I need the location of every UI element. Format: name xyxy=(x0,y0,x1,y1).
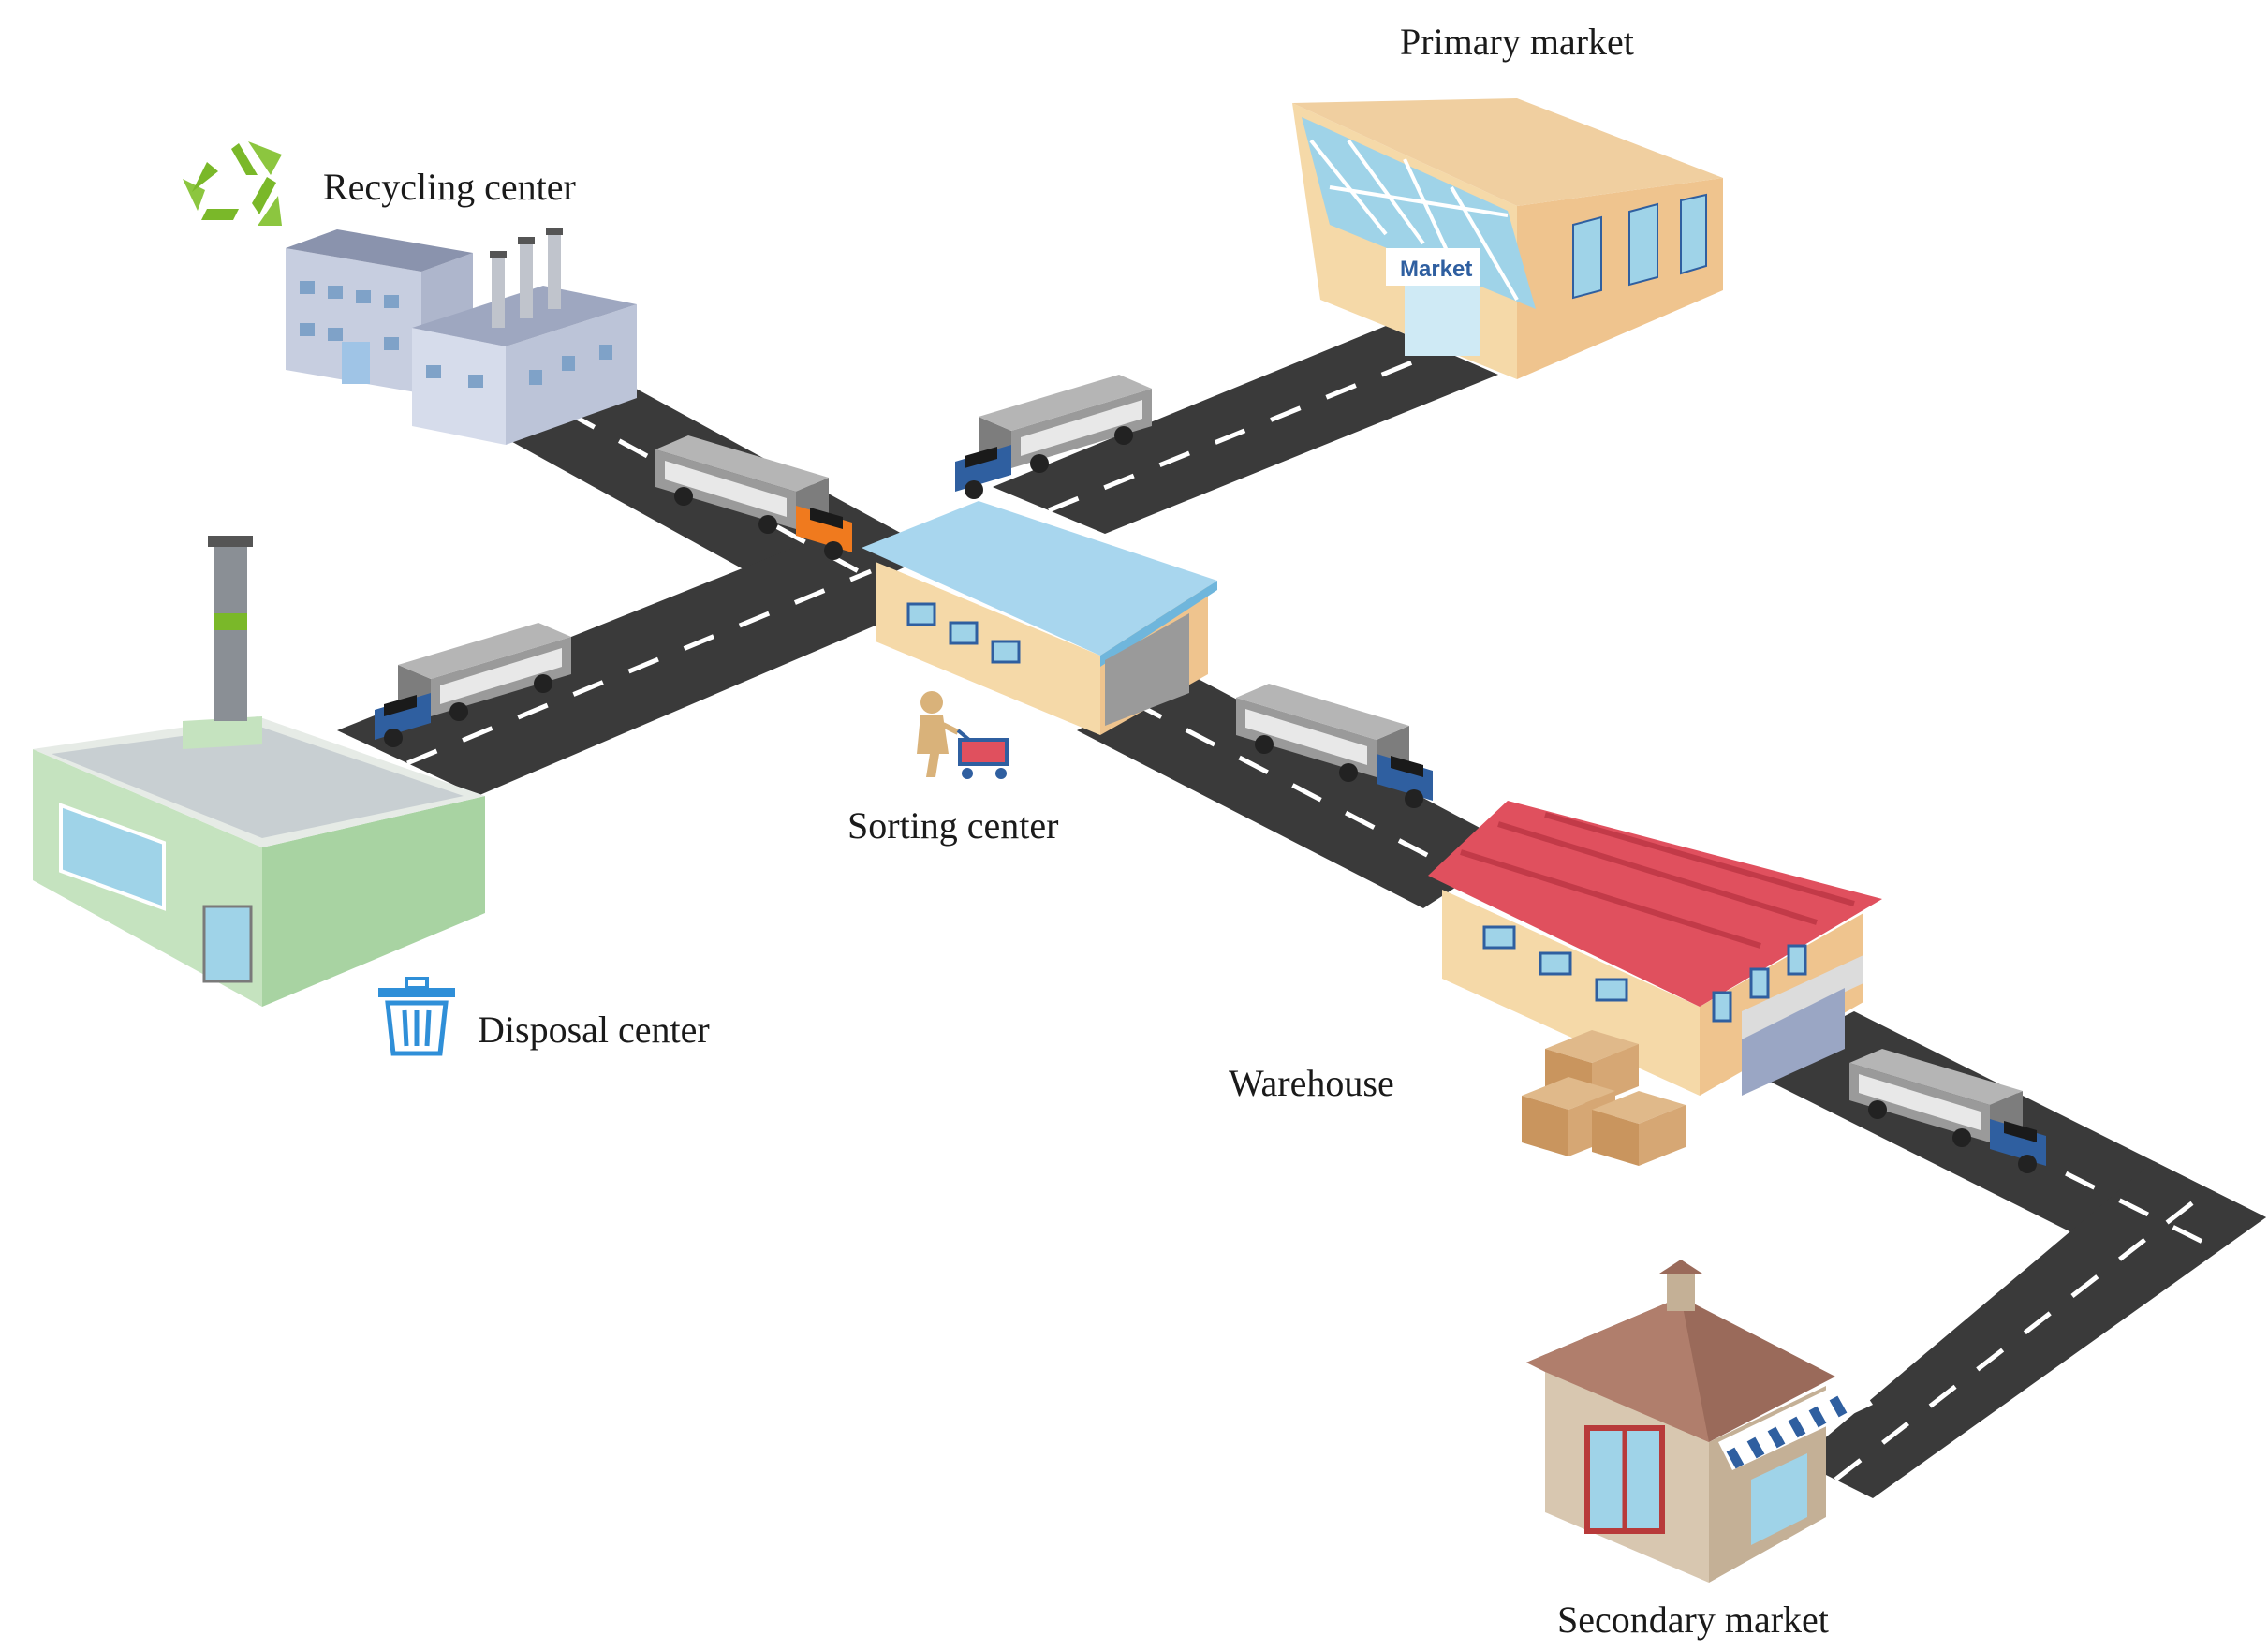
primary-market-label: Primary market xyxy=(1400,21,1634,63)
lane-secondary xyxy=(1834,1187,2212,1481)
market-sign xyxy=(1386,248,1480,286)
truck-primary-road-part xyxy=(965,480,983,499)
truck-disposal-road-part xyxy=(384,695,417,716)
truck-disposal-road-part xyxy=(534,674,552,693)
truck-disposal-road-part xyxy=(449,702,468,721)
trash-can-icon xyxy=(378,977,455,1056)
truck-recycling-road-part xyxy=(824,541,843,560)
truck-disposal-road-part xyxy=(384,729,403,747)
truck-primary-road-part xyxy=(965,447,997,468)
disposal-center-building xyxy=(33,536,485,1007)
sorting-center-label: Sorting center xyxy=(847,804,1059,847)
cardboard-boxes-icon xyxy=(1522,1030,1686,1166)
truck-warehouse-road xyxy=(1236,684,1433,808)
truck-primary-road-part xyxy=(1114,426,1133,445)
truck-primary-road-part xyxy=(1030,454,1049,473)
lane-primary xyxy=(1048,347,1443,513)
worker-with-cart-icon xyxy=(917,691,1009,779)
lane-warehouse xyxy=(1131,700,1472,880)
primary-market-building: Market xyxy=(1292,98,1723,379)
truck-warehouse-road-part xyxy=(1245,709,1367,765)
truck-secondary-road-part xyxy=(1952,1128,1971,1147)
road-network xyxy=(337,326,2266,1498)
truck-disposal-road-part xyxy=(440,648,562,704)
market-sign-text: Market xyxy=(1400,257,1472,282)
warehouse-building xyxy=(1428,801,1882,1096)
truck-disposal-road-part xyxy=(398,623,571,679)
disposal-center-label: Disposal center xyxy=(478,1009,710,1051)
truck-primary-road xyxy=(955,375,1152,499)
delivery-trucks xyxy=(375,375,2046,1173)
recycle-icon xyxy=(183,141,282,226)
truck-secondary-road-part xyxy=(2004,1121,2037,1142)
truck-secondary-road-part xyxy=(1868,1100,1887,1119)
secondary-market-building xyxy=(1526,1260,1873,1583)
truck-secondary-road-part xyxy=(1859,1074,1981,1130)
truck-recycling-road-part xyxy=(810,508,843,529)
sorting-center-building xyxy=(862,501,1217,735)
warehouse-label: Warehouse xyxy=(1229,1062,1394,1104)
truck-disposal-road xyxy=(375,623,571,747)
truck-secondary-road-part xyxy=(1849,1049,2023,1105)
truck-recycling-road-part xyxy=(655,435,829,492)
truck-secondary-road-part xyxy=(2018,1155,2037,1173)
truck-recycling-road-part xyxy=(758,515,777,534)
lane-disposal xyxy=(406,568,872,766)
truck-recycling-road-part xyxy=(674,487,693,506)
truck-warehouse-road-part xyxy=(1405,789,1423,808)
truck-warehouse-road-part xyxy=(1255,735,1274,754)
truck-secondary-road xyxy=(1849,1049,2046,1173)
truck-primary-road-part xyxy=(1021,400,1142,456)
truck-recycling-road xyxy=(655,435,852,560)
truck-warehouse-road-part xyxy=(1391,756,1423,777)
truck-recycling-road-part xyxy=(665,461,787,517)
recycling-center-label: Recycling center xyxy=(323,166,576,208)
truck-warehouse-road-part xyxy=(1339,763,1358,782)
truck-primary-road-part xyxy=(979,375,1152,431)
truck-warehouse-road-part xyxy=(1236,684,1409,740)
recycling-center-building xyxy=(286,228,637,445)
secondary-market-label: Secondary market xyxy=(1557,1598,1829,1641)
